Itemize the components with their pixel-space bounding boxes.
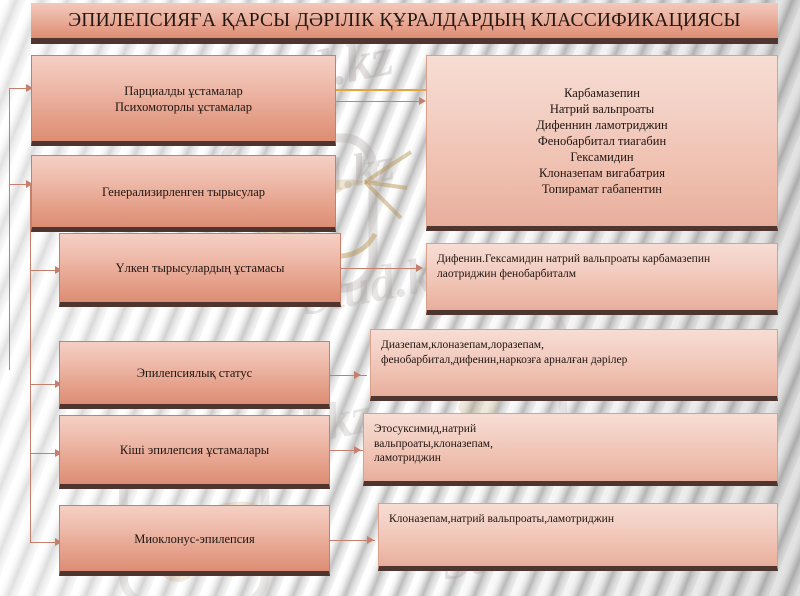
condition-label: Миоклонус-эпилепсия [134,531,255,546]
spine-connector [9,88,10,370]
treatment-label: Диазепам,клоназепам,лоразепам, фенобарби… [381,339,628,366]
condition-box-petit-mal[interactable]: Кіші эпилепсия ұстамалары [59,415,330,489]
condition-box-grand-mal[interactable]: Үлкен тырысулардың ұстамасы [59,233,341,307]
branch-arrowhead-icon [55,449,62,457]
branch-arrowhead-icon [55,538,62,546]
branch-arrowhead-icon [55,380,62,388]
branch-arrowhead-icon [26,84,33,92]
flow-arrowhead-icon [367,536,374,544]
branch-arrowhead-icon [55,266,62,274]
branch-connector [30,453,60,454]
treatment-box-grand-mal[interactable]: Дифенин.Гексамидин натрий вальпроаты кар… [426,243,778,315]
branch-arrowhead-icon [26,180,33,188]
accent-connector [335,89,430,91]
branch-connector [30,542,60,543]
flow-arrowhead-icon [354,371,361,379]
flow-connector [335,101,423,102]
branch-connector [9,184,31,185]
treatment-label: Клоназепам,натрий вальпроаты,ламотриджин [389,513,614,525]
flow-arrowhead-icon [416,264,423,272]
condition-box-status-epilepticus[interactable]: Эпилепсиялық статус [59,341,330,409]
branch-connector [30,270,60,271]
flow-connector [327,375,367,376]
treatment-box-petit-mal[interactable]: Этосуксимид,натрий вальпроаты,клоназепам… [363,413,778,486]
flow-connector [338,268,420,269]
condition-box-partial-seizures[interactable]: Парциалды ұстамалар Психомоторлы ұстамал… [31,55,336,146]
branch-connector [30,384,60,385]
spine-connector [30,384,31,454]
condition-box-myoclonus-epilepsy[interactable]: Миоклонус-эпилепсия [59,505,330,576]
condition-label: Кіші эпилепсия ұстамалары [119,443,270,457]
treatment-box-myoclonus[interactable]: Клоназепам,натрий вальпроаты,ламотриджин [378,503,778,571]
flow-arrowhead-icon [419,97,426,105]
condition-label: Парциалды ұстамалар Психомоторлы ұстамал… [115,83,252,114]
condition-label: Генерализирленген тырысулар [101,184,266,199]
page-title: ЭПИЛЕПСИЯҒА ҚАРСЫ ДӘРІЛІК ҚҰРАЛДАРДЫҢ КЛ… [68,9,741,31]
treatment-box-status-epilepticus[interactable]: Диазепам,клоназепам,лоразепам, фенобарби… [370,329,778,401]
flow-connector [327,540,375,541]
condition-label: Эпилепсиялық статус [136,366,253,380]
flow-arrowhead-icon [354,446,361,454]
condition-label: Үлкен тырысулардың ұстамасы [115,261,285,275]
spine-connector [30,453,31,543]
branch-connector [9,88,31,89]
condition-box-generalized-seizures[interactable]: Генерализирленген тырысулар [31,155,336,232]
treatment-box-partial-generalized[interactable]: Карбамазепин Натрий вальпроаты Дифеннин … [426,55,778,231]
treatment-label: Этосуксимид,натрий вальпроаты,клоназепам… [374,423,493,465]
treatment-label: Дифенин.Гексамидин натрий вальпроаты кар… [437,253,711,280]
flow-connector [327,450,367,451]
treatment-label: Карбамазепин Натрий вальпроаты Дифеннин … [536,86,668,196]
spine-connector [30,184,31,384]
slide-title-bar: ЭПИЛЕПСИЯҒА ҚАРСЫ ДӘРІЛІК ҚҰРАЛДАРДЫҢ КЛ… [31,3,778,44]
